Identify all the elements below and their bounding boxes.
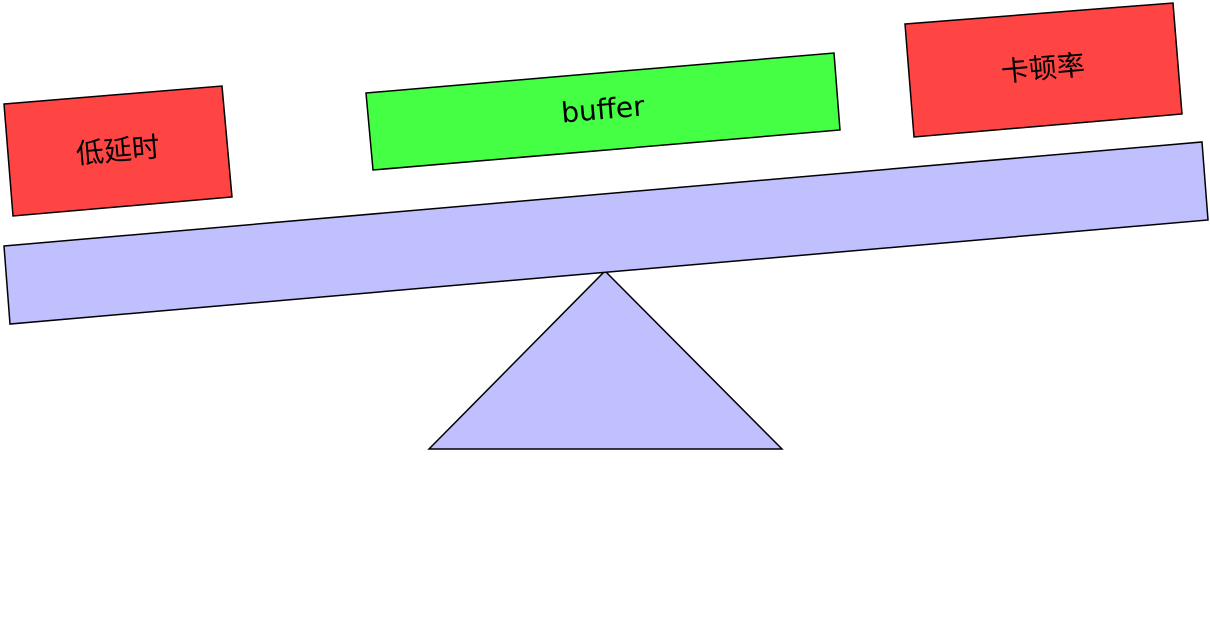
latency-block: 低延时 <box>3 85 233 217</box>
buffer-block-box <box>365 52 841 171</box>
seesaw-beam <box>3 141 1209 325</box>
stutter-block: 卡顿率 <box>904 2 1183 138</box>
buffer-block: buffer <box>365 52 841 171</box>
latency-block-box <box>3 85 233 217</box>
fulcrum-triangle <box>427 269 784 450</box>
stutter-block-label: 卡顿率 <box>1000 48 1087 88</box>
buffer-block-label: buffer <box>560 89 647 129</box>
latency-block-label: 低延时 <box>75 130 162 170</box>
stutter-block-box <box>904 2 1183 138</box>
